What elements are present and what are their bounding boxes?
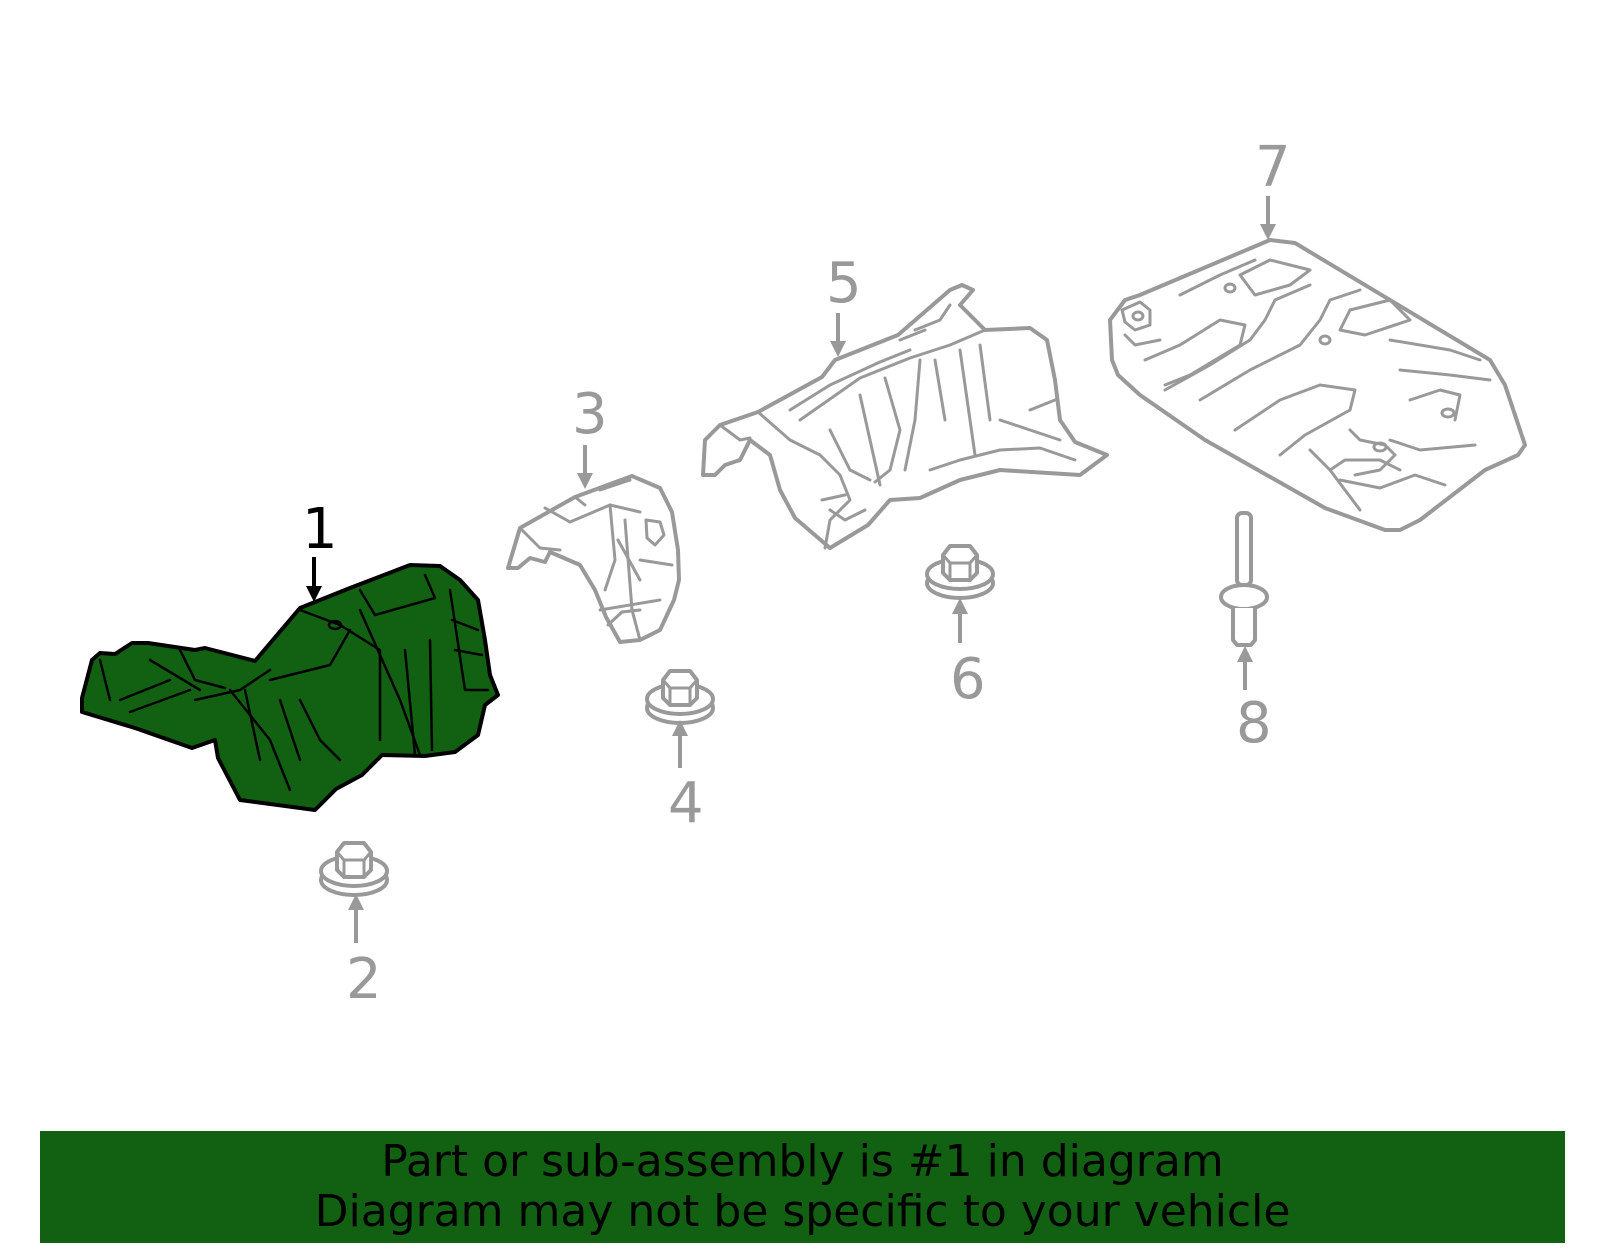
callout-4: 4 xyxy=(668,771,704,836)
callout-2: 2 xyxy=(346,947,382,1012)
leader-arrow-6 xyxy=(952,598,968,643)
banner-line-2: Diagram may not be specific to your vehi… xyxy=(314,1186,1291,1237)
leader-arrow-3 xyxy=(577,445,593,489)
part-2-nut[interactable] xyxy=(319,841,389,897)
part-1-heat-shield[interactable] xyxy=(80,563,500,812)
callout-3: 3 xyxy=(572,382,608,447)
part-4-nut[interactable] xyxy=(645,669,715,725)
leader-arrow-1 xyxy=(306,557,322,602)
leader-arrow-2 xyxy=(348,894,364,943)
part-8-stud[interactable] xyxy=(1219,511,1269,647)
banner-line-1: Part or sub-assembly is #1 in diagram xyxy=(381,1136,1224,1187)
leader-arrow-8 xyxy=(1237,646,1253,690)
callout-7: 7 xyxy=(1255,135,1291,200)
part-6-nut[interactable] xyxy=(925,544,995,600)
notice-banner: Part or sub-assembly is #1 in diagram Di… xyxy=(40,1131,1565,1243)
leader-arrow-5 xyxy=(830,313,846,357)
leader-arrow-7 xyxy=(1260,196,1276,240)
part-3-bracket-shield[interactable] xyxy=(506,474,681,644)
callout-1: 1 xyxy=(302,497,338,562)
callout-5: 5 xyxy=(826,251,862,316)
part-7-underbody-shield[interactable] xyxy=(1108,238,1527,532)
part-5-heat-shield[interactable] xyxy=(701,283,1109,550)
leader-arrow-4 xyxy=(672,720,688,768)
callout-6: 6 xyxy=(950,647,986,712)
callout-8: 8 xyxy=(1236,691,1272,756)
